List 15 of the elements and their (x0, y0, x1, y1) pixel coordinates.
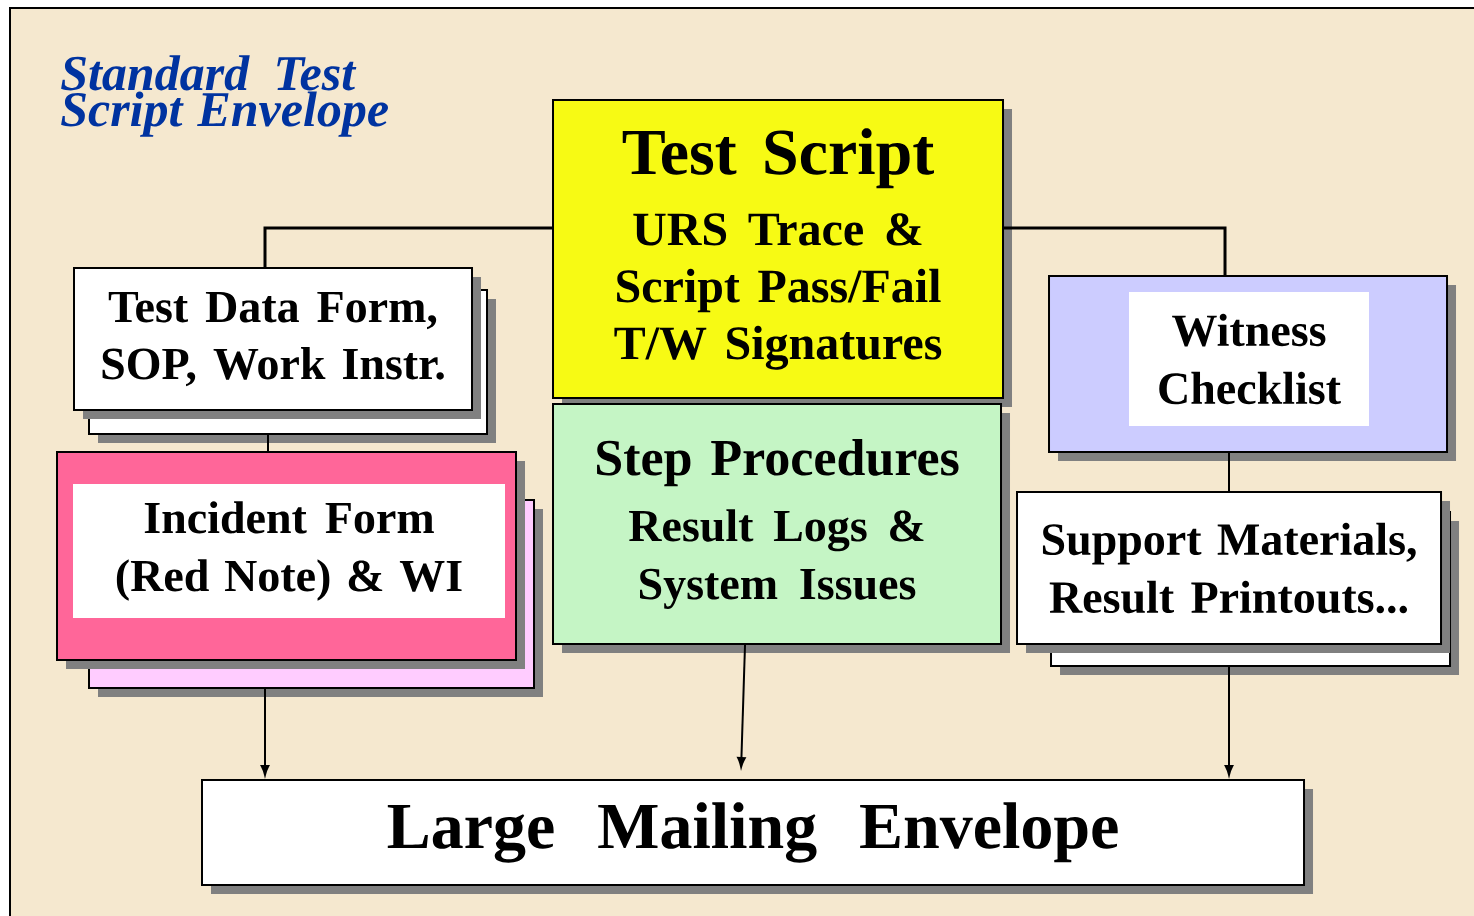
arrow (260, 688, 270, 776)
document-box: Test Script URS Trace & Script Pass/Fail T/W Signatures (552, 99, 1012, 407)
envelope-box: Large Mailing Envelope (201, 779, 1313, 894)
document-box: Step Procedures Result Logs & System Issues (552, 403, 1010, 653)
arrow (737, 644, 746, 768)
document-box: Witness Checklist (1048, 275, 1456, 461)
title: Standard Test Script Envelope (61, 55, 388, 137)
connector-line (1228, 452, 1230, 492)
connector-line (263, 226, 552, 267)
stacked-document-box: Test Data Form, SOP, Work Instr. (73, 267, 496, 443)
connector-line (1004, 226, 1227, 275)
arrow (1224, 666, 1234, 776)
stacked-document-box: Incident Form (Red Note) & WI (56, 451, 543, 697)
connector-line (267, 434, 269, 452)
stacked-document-box: Support Materials, Result Printouts... (1016, 491, 1459, 675)
